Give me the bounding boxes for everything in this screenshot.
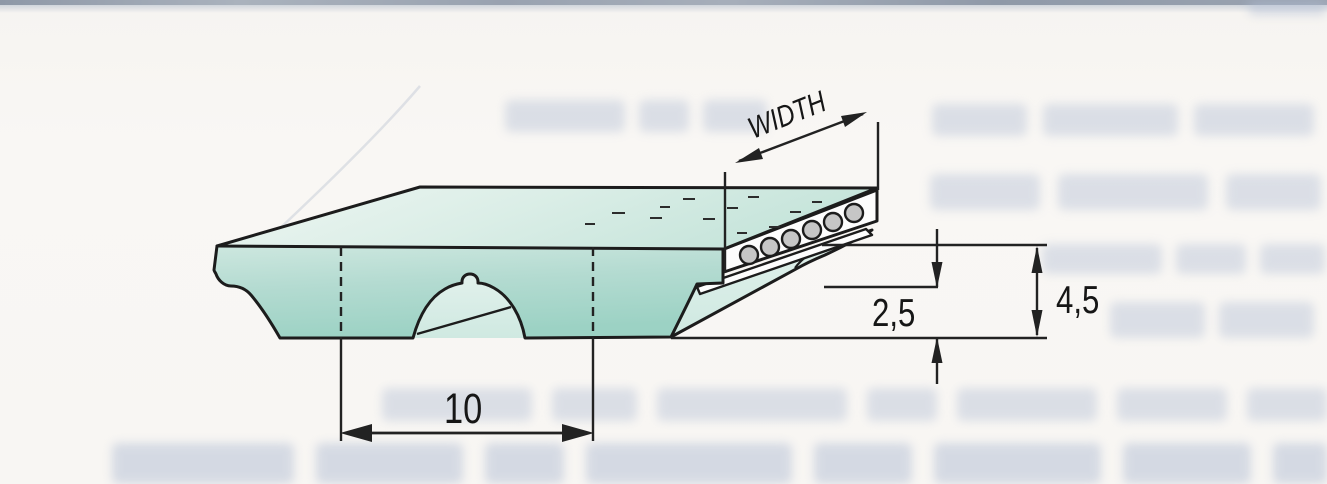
arrowhead-down-icon [1031, 310, 1043, 337]
tension-cords [738, 202, 865, 266]
ghost-word-blob [639, 100, 689, 132]
arrowhead-left-icon [735, 148, 763, 163]
ghost-word-blob [1117, 388, 1227, 421]
ghost-word-blob [505, 100, 625, 132]
ghost-word-blob [1247, 388, 1327, 421]
ghost-word-blob [1042, 244, 1162, 274]
arrowhead-down-icon [931, 262, 943, 288]
ghost-word-blob [315, 443, 464, 484]
ghost-word-blob [657, 388, 847, 421]
ghost-word-blob [930, 174, 1040, 210]
ghost-word-blob [1058, 174, 1208, 210]
ghost-word-blob [1272, 443, 1327, 484]
ghost-word-blob [867, 388, 937, 421]
scan-edge-strip-fade [0, 5, 1327, 13]
tension-cord-circle [780, 228, 802, 250]
ghost-text-row [505, 100, 780, 132]
ghost-word-blob [485, 443, 564, 484]
ghost-text-row [930, 174, 1327, 210]
tension-cord-circle [759, 236, 781, 258]
tension-cord-circle [843, 202, 865, 224]
arrowhead-up-icon [1031, 246, 1043, 273]
tooth-gap-depth-line [416, 305, 512, 336]
arrowhead-up-icon [931, 337, 943, 363]
ghost-text-row [932, 104, 1327, 136]
ghost-text-row [1248, 1, 1327, 15]
ghost-word-blob [1110, 302, 1205, 338]
tension-cord-circle [738, 244, 760, 266]
arrowhead-right-icon [841, 112, 867, 127]
belt-height-dimension-label: 4,5 [1056, 279, 1099, 322]
ghost-word-blob [382, 388, 532, 421]
scan-edge-strip [0, 0, 1327, 5]
top-surface-texture-dashes [585, 196, 822, 234]
ghost-word-blob [1043, 104, 1178, 136]
ghost-word-blob [934, 443, 1102, 484]
ghost-word-blob [1219, 302, 1314, 338]
ghost-word-blob [814, 443, 913, 484]
arrowhead-left-icon [340, 424, 372, 442]
tension-cord-circle [822, 211, 844, 233]
ghost-word-blob [1226, 174, 1321, 210]
ghost-text-row [112, 443, 1327, 484]
ghost-word-blob [112, 443, 294, 484]
ghost-word-blob [552, 388, 637, 421]
ghost-word-blob [1123, 443, 1251, 484]
ghost-word-blob [932, 104, 1027, 136]
dimension-arrowheads [340, 112, 1043, 442]
ghost-word-blob [1248, 1, 1327, 15]
tooth-height-dimension-label: 2,5 [872, 292, 915, 335]
ghost-word-blob [585, 443, 793, 484]
ghost-text-row [1110, 302, 1327, 338]
tension-cord-circle [801, 219, 823, 241]
ghost-text-row [1042, 244, 1327, 274]
ghost-word-blob [1176, 244, 1246, 274]
ghost-word-blob [957, 388, 1097, 421]
ghost-word-blob [703, 100, 767, 132]
arrowhead-right-icon [562, 424, 594, 442]
pitch-dimension-label: 10 [444, 385, 482, 432]
ghost-text-row [382, 388, 1327, 421]
ghost-word-blob [1260, 244, 1325, 274]
ghost-word-blob [1194, 104, 1314, 136]
width-dimension-label: WIDTH [743, 84, 831, 145]
